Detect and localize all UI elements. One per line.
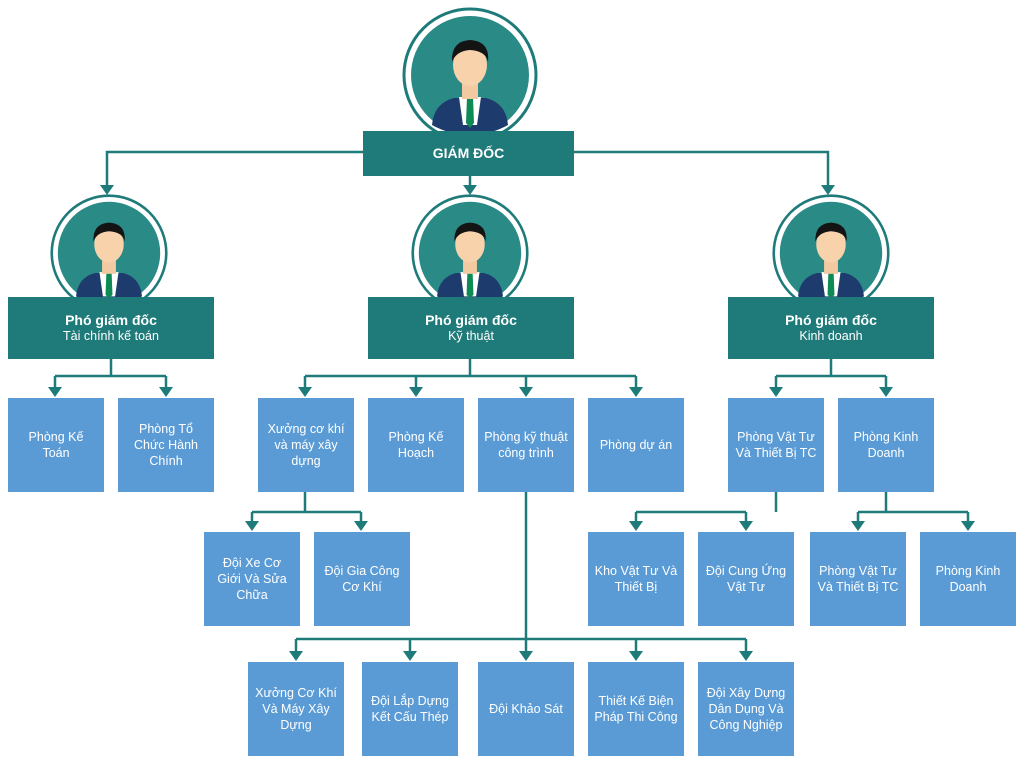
node-civil-team: Đội Xây Dựng Dân Dụng Và Công Nghiệp bbox=[698, 662, 794, 756]
node-materials-dept-2: Phòng Vật Tư Và Thiết Bị TC bbox=[810, 532, 906, 626]
businessman-icon bbox=[432, 40, 508, 135]
arrowhead-icon bbox=[48, 387, 62, 397]
arrowhead-icon bbox=[354, 521, 368, 531]
node-sales-dept: Phòng Kinh Doanh bbox=[838, 398, 934, 492]
arrowhead-icon bbox=[403, 651, 417, 661]
arrowhead-icon bbox=[298, 387, 312, 397]
arrowhead-icon bbox=[289, 651, 303, 661]
arrowhead-icon bbox=[961, 521, 975, 531]
arrowhead-icon bbox=[879, 387, 893, 397]
node-warehouse: Kho Vật Tư Và Thiết Bị bbox=[588, 532, 684, 626]
node-steel-team: Đội Lắp Dựng Kết Cấu Thép bbox=[362, 662, 458, 756]
vice-director-business-box: Phó giám đốc Kinh doanh bbox=[728, 297, 934, 359]
vice-director-business-subtitle: Kinh doanh bbox=[799, 329, 863, 343]
node-workshop-2: Xưởng Cơ Khí Và Máy Xây Dựng bbox=[248, 662, 344, 756]
arrowhead-icon bbox=[409, 387, 423, 397]
arrowhead-icon bbox=[159, 387, 173, 397]
arrowhead-icon bbox=[245, 521, 259, 531]
vice-director-technical-subtitle: Kỹ thuật bbox=[448, 329, 494, 343]
vice-director-finance-box: Phó giám đốc Tài chính kế toán bbox=[8, 297, 214, 359]
vice-director-business-title: Phó giám đốc bbox=[785, 312, 877, 328]
node-survey-team: Đội Khảo Sát bbox=[478, 662, 574, 756]
node-sales-dept-2: Phòng Kinh Doanh bbox=[920, 532, 1016, 626]
arrowhead-icon bbox=[629, 521, 643, 531]
node-design-team: Thiết Kế Biện Pháp Thi Công bbox=[588, 662, 684, 756]
vice-director-technical-avatar bbox=[411, 194, 529, 312]
vice-director-business-avatar bbox=[772, 194, 890, 312]
vice-director-technical-title: Phó giám đốc bbox=[425, 312, 517, 328]
connector-line bbox=[105, 150, 363, 187]
node-vehicle-team: Đội Xe Cơ Giới Và Sửa Chữa bbox=[204, 532, 300, 626]
vice-director-technical-box: Phó giám đốc Kỹ thuật bbox=[368, 297, 574, 359]
node-supply-team: Đội Cung Ứng Vật Tư bbox=[698, 532, 794, 626]
director-title-box: GIÁM ĐỐC bbox=[363, 131, 574, 176]
node-planning: Phòng Kế Hoạch bbox=[368, 398, 464, 492]
vice-director-finance-subtitle: Tài chính kế toán bbox=[63, 329, 159, 343]
arrowhead-icon bbox=[100, 185, 114, 195]
node-workshop: Xưởng cơ khí và máy xây dựng bbox=[258, 398, 354, 492]
node-projects: Phòng dự án bbox=[588, 398, 684, 492]
arrowhead-icon bbox=[769, 387, 783, 397]
arrowhead-icon bbox=[463, 185, 477, 195]
arrowhead-icon bbox=[519, 651, 533, 661]
node-admin: Phòng Tổ Chức Hành Chính bbox=[118, 398, 214, 492]
node-engineering: Phòng kỹ thuật công trình bbox=[478, 398, 574, 492]
arrowhead-icon bbox=[519, 387, 533, 397]
arrowhead-icon bbox=[821, 185, 835, 195]
vice-director-finance-avatar bbox=[50, 194, 168, 312]
arrowhead-icon bbox=[629, 651, 643, 661]
arrowhead-icon bbox=[851, 521, 865, 531]
node-mechanical-team: Đội Gia Công Cơ Khí bbox=[314, 532, 410, 626]
node-accounting: Phòng Kế Toán bbox=[8, 398, 104, 492]
director-title: GIÁM ĐỐC bbox=[432, 145, 505, 161]
arrowhead-icon bbox=[629, 387, 643, 397]
vice-director-finance-title: Phó giám đốc bbox=[65, 312, 157, 328]
node-materials-dept: Phòng Vật Tư Và Thiết Bị TC bbox=[728, 398, 824, 492]
arrowhead-icon bbox=[739, 651, 753, 661]
connector-line bbox=[574, 150, 830, 187]
arrowhead-icon bbox=[739, 521, 753, 531]
director-avatar bbox=[402, 7, 538, 143]
